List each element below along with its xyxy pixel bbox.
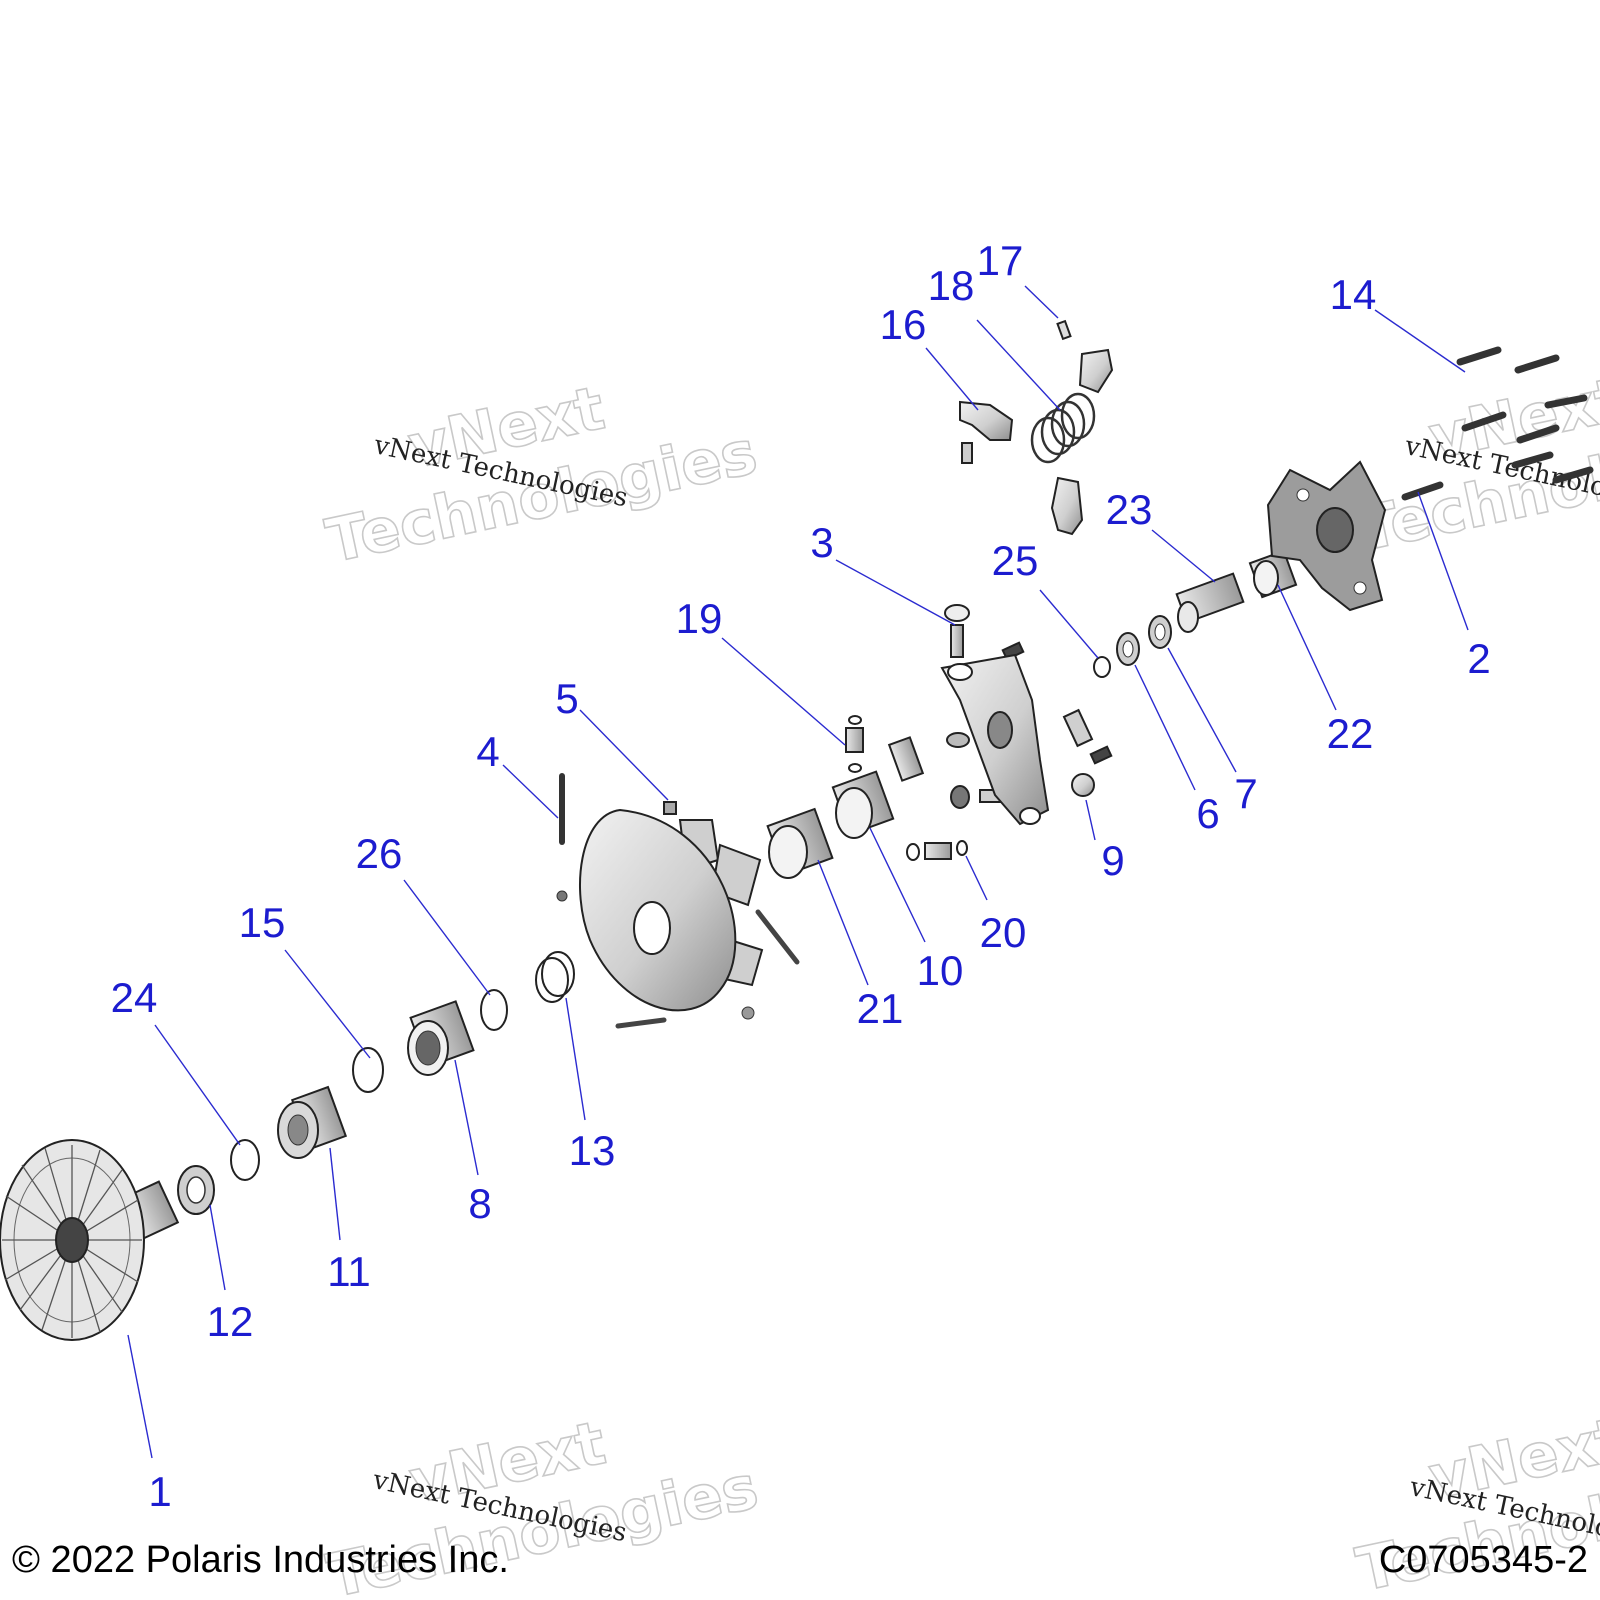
part-22-bushing xyxy=(1248,549,1298,599)
leader-lines xyxy=(127,285,1469,1459)
part-23-spacer xyxy=(1175,572,1245,633)
callout-23: 23 xyxy=(1106,486,1153,533)
part-spider-small-rollers xyxy=(887,641,1113,809)
callout-14: 14 xyxy=(1330,271,1377,318)
callout-19: 19 xyxy=(676,595,723,642)
callout-18: 18 xyxy=(928,262,975,309)
part-8-bushing xyxy=(407,1000,475,1076)
part-17-pin xyxy=(1056,319,1114,394)
callout-7: 7 xyxy=(1234,770,1257,817)
callout-11: 11 xyxy=(327,1248,371,1295)
part-19-roller-pin xyxy=(845,715,864,773)
part-weight xyxy=(1050,476,1084,536)
callout-20: 20 xyxy=(980,909,1027,956)
callout-3: 3 xyxy=(810,519,833,566)
part-spider xyxy=(940,653,1050,826)
callout-4: 4 xyxy=(476,728,499,775)
callout-10: 10 xyxy=(917,947,964,994)
part-1-fixed-sheave xyxy=(0,1139,180,1341)
part-20-roller xyxy=(906,840,968,861)
part-18-spring xyxy=(1030,392,1096,464)
part-moveable-sheave xyxy=(556,808,800,1029)
part-15-snap-ring xyxy=(352,1047,384,1093)
part-9-roller xyxy=(1071,773,1095,797)
drawing-id: C0705345-2 xyxy=(1379,1539,1588,1581)
part-25-clip xyxy=(1093,656,1111,678)
callout-2: 2 xyxy=(1467,635,1490,682)
callout-1: 1 xyxy=(148,1468,171,1515)
watermark-top-left: vNext Technologies xyxy=(320,373,764,578)
part-3-pin xyxy=(944,604,970,658)
part-6-washer xyxy=(1116,632,1140,666)
part-24-snap-ring xyxy=(230,1139,260,1181)
callout-5: 5 xyxy=(555,675,578,722)
callout-6: 6 xyxy=(1196,790,1219,837)
part-13-spring-ring xyxy=(535,951,575,1003)
part-16-arm xyxy=(959,400,1014,464)
callout-17: 17 xyxy=(977,237,1024,284)
callout-8: 8 xyxy=(468,1180,491,1227)
callout-25: 25 xyxy=(992,537,1039,584)
callout-24: 24 xyxy=(111,974,158,1021)
callout-12: 12 xyxy=(207,1298,254,1345)
part-cover-plate xyxy=(1266,460,1387,612)
part-14-bolts xyxy=(1401,346,1594,501)
callout-22: 22 xyxy=(1327,710,1374,757)
callout-9: 9 xyxy=(1101,837,1124,884)
callout-26: 26 xyxy=(356,830,403,877)
part-5-nut xyxy=(663,801,677,815)
callout-16: 16 xyxy=(880,301,927,348)
part-12-nut xyxy=(177,1165,215,1215)
part-21-bushing xyxy=(766,807,834,879)
copyright-text: © 2022 Polaris Industries Inc. xyxy=(12,1539,509,1581)
callout-21: 21 xyxy=(857,985,904,1032)
part-7-washer xyxy=(1148,615,1172,649)
callout-13: 13 xyxy=(569,1127,616,1174)
callout-15: 15 xyxy=(239,899,286,946)
part-26-snap-ring xyxy=(480,989,508,1031)
part-10-bushing xyxy=(831,770,895,839)
part-11-flanged-bushing xyxy=(277,1085,348,1159)
